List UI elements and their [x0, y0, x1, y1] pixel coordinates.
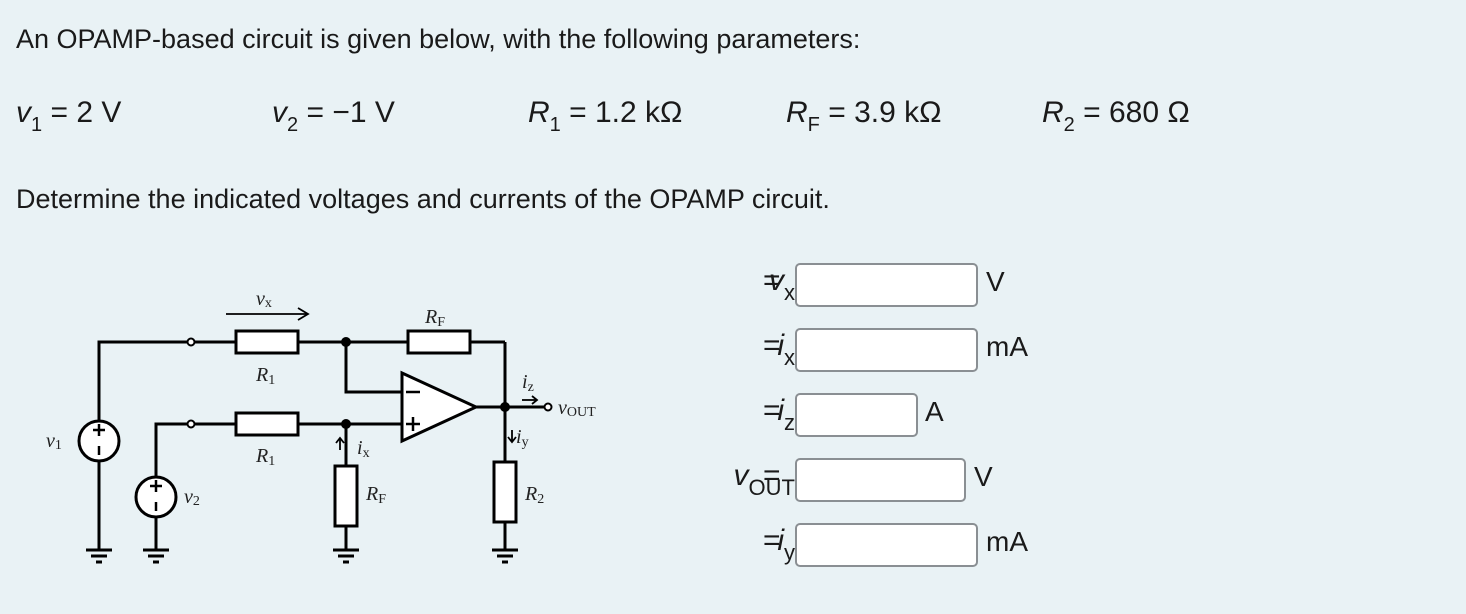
label-vout: vOUT — [558, 397, 596, 420]
label-rf-top: RF — [424, 306, 445, 330]
task-text: Determine the indicated voltages and cur… — [16, 184, 830, 214]
unit-vx: V — [986, 266, 1005, 297]
unit-iy: mA — [986, 526, 1028, 557]
param-r2: R2 = 680 Ω — [1042, 96, 1190, 136]
ground-symbols — [86, 548, 518, 564]
resistor-r2 — [492, 460, 518, 524]
equals-sign: = — [763, 264, 781, 297]
equals-sign: = — [763, 459, 781, 492]
param-v2: v2 = −1 V — [272, 96, 395, 136]
ix-input[interactable] — [795, 328, 978, 372]
answer-label-iz: iz — [777, 394, 795, 435]
answer-row-vout: vOUT = V — [640, 455, 1140, 505]
vx-input[interactable] — [795, 263, 978, 307]
answer-row-iz: iz = A — [640, 390, 1140, 440]
intro-text: An OPAMP-based circuit is given below, w… — [16, 24, 861, 54]
resistor-r1-bottom — [234, 411, 300, 437]
answer-row-vx: vx = V — [640, 260, 1140, 310]
opamp-symbol — [400, 370, 480, 444]
answer-row-ix: ix = mA — [640, 325, 1140, 375]
parameter-list: v1 = 2 V v2 = −1 V R1 = 1.2 kΩ RF = 3.9 … — [0, 96, 1466, 146]
param-rf: RF = 3.9 kΩ — [786, 96, 942, 136]
iy-input[interactable] — [795, 523, 978, 567]
label-r2: R2 — [524, 483, 544, 507]
opamp-circuit-diagram: vx RF R1 R1 iz vOUT iy ix v1 v2 RF R2 — [46, 288, 596, 564]
source-v2 — [134, 475, 178, 519]
unit-vout: V — [974, 461, 993, 492]
answer-row-iy: iy = mA — [640, 520, 1140, 570]
label-iy: iy — [516, 426, 529, 450]
param-v1: v1 = 2 V — [16, 96, 122, 136]
label-iz: iz — [522, 371, 534, 395]
iz-input[interactable] — [795, 393, 918, 437]
unit-iz: A — [925, 396, 944, 427]
equals-sign: = — [763, 329, 781, 362]
source-v1 — [77, 419, 121, 463]
equals-sign: = — [763, 524, 781, 557]
answer-label-vx: vx — [769, 264, 795, 305]
unit-ix: mA — [986, 331, 1028, 362]
resistor-rf-bottom — [333, 464, 359, 528]
resistor-rf-top — [406, 329, 472, 355]
answer-form: vx = V ix = mA iz = A vOUT = V iy = mA — [640, 258, 1140, 578]
label-vx: vx — [256, 288, 272, 311]
param-r1: R1 = 1.2 kΩ — [528, 96, 683, 136]
label-v2: v2 — [184, 486, 200, 509]
label-r1-top: R1 — [255, 364, 275, 388]
answer-label-ix: ix — [777, 329, 795, 370]
answer-label-iy: iy — [777, 524, 795, 565]
resistor-r1-top — [234, 329, 300, 355]
vout-input[interactable] — [795, 458, 966, 502]
equals-sign: = — [763, 394, 781, 427]
label-r1-bottom: R1 — [255, 445, 275, 469]
label-v1: v1 — [46, 430, 62, 453]
label-ix: ix — [357, 437, 370, 461]
label-rf-bottom: RF — [365, 483, 386, 507]
answer-label-vout: vOUT — [733, 459, 795, 500]
